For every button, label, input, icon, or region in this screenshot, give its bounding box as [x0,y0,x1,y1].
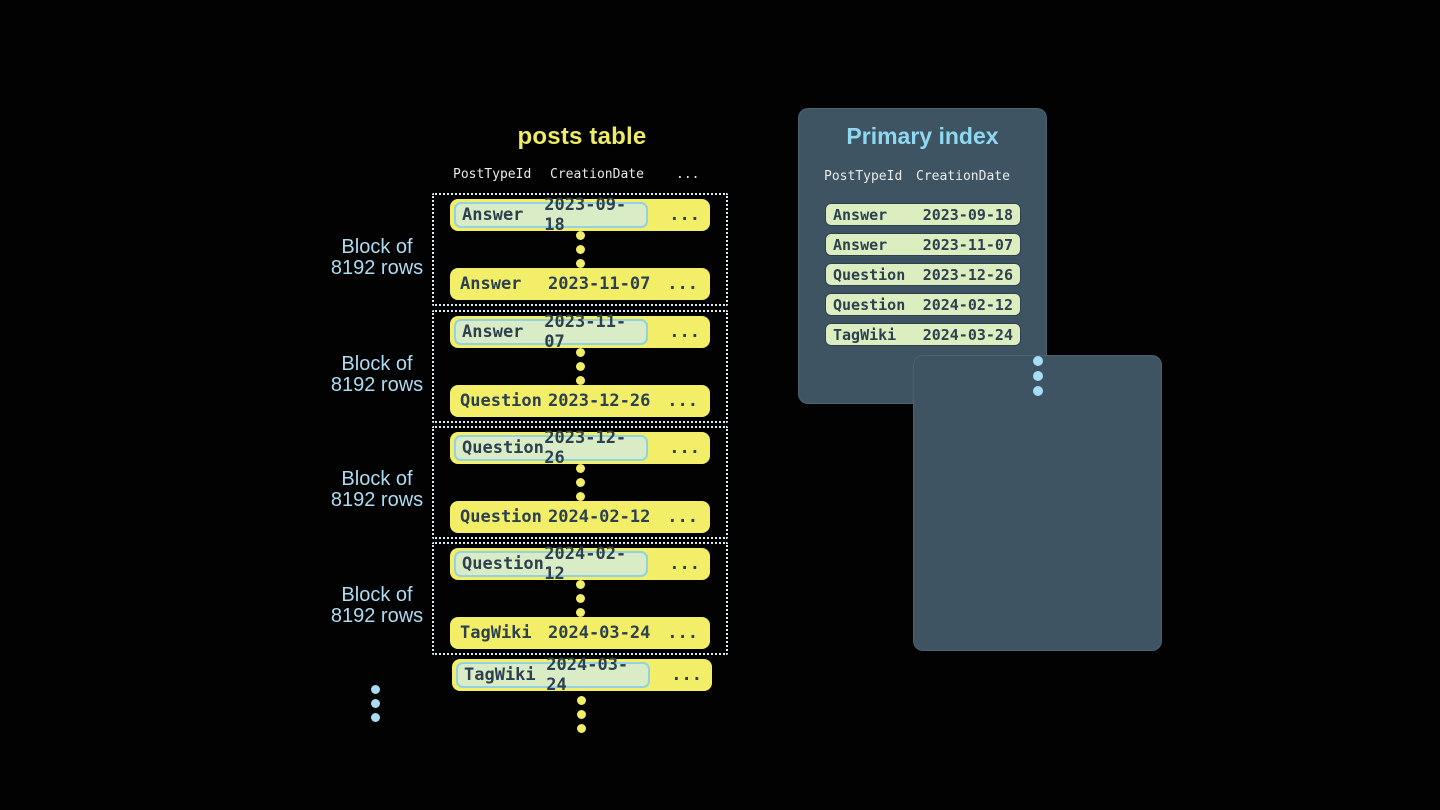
more-columns-ellipsis: ... [667,274,698,294]
more-columns-ellipsis: ... [669,438,700,458]
table-row: Question 2023-12-26 ... [450,428,710,468]
posts-header-posttypeid: PostTypeId [453,167,532,182]
creation-date-cell: 2024-03-24 [548,623,651,643]
index-entry: Question 2023-12-26 [825,263,1021,286]
more-rows-dots [575,580,585,617]
creation-date-cell: 2023-11-07 [922,235,1013,254]
more-columns-ellipsis: ... [667,623,698,643]
table-row: Question 2024-02-12 ... [450,501,710,533]
post-type-cell: Answer [833,205,888,224]
indexed-row-highlight: Question 2023-12-26 [454,428,648,468]
index-entry: Answer 2023-11-07 [825,233,1021,256]
creation-date-cell: 2024-02-12 [548,507,651,527]
posts-block-2: Answer 2023-11-07 ... Question 2023-12-2… [432,310,728,423]
posts-block-1: Answer 2023-09-18 ... Answer 2023-11-07 … [432,193,728,306]
posts-table-title: posts table [517,123,647,150]
post-type-cell: TagWiki [464,665,536,685]
post-type-cell: Question [460,391,542,411]
posts-block-3: Question 2023-12-26 ... Question 2024-02… [432,426,728,539]
indexed-row-highlight: Question 2024-02-12 [454,544,648,584]
post-type-cell: Question [462,438,544,458]
index-entry: Answer 2023-09-18 [825,203,1021,226]
index-header-posttypeid: PostTypeId [824,169,903,184]
block-label-4: Block of 8192 rows [330,584,424,627]
indexed-row-highlight: Answer 2023-09-18 [454,195,648,235]
table-row: Question 2024-02-12 ... [450,544,710,584]
creation-date-cell: 2024-03-24 [546,655,629,695]
creation-date-cell: 2023-09-18 [544,195,627,235]
indexed-row-highlight: Answer 2023-11-07 [454,312,648,352]
post-type-cell: Question [462,554,544,574]
more-columns-ellipsis: ... [669,322,700,342]
more-columns-ellipsis: ... [669,205,700,225]
table-row: Answer 2023-11-07 ... [450,268,710,300]
post-type-cell: Answer [462,322,524,342]
post-type-cell: Question [833,265,906,284]
more-blocks-dots [371,685,380,722]
post-type-cell: Question [460,507,542,527]
more-index-entries-dots [913,355,1162,651]
creation-date-cell: 2024-03-24 [922,325,1013,344]
table-row: Question 2023-12-26 ... [450,385,710,417]
creation-date-cell: 2023-12-26 [548,391,651,411]
more-columns-ellipsis: ... [669,554,700,574]
index-entry: Question 2024-02-12 [825,293,1021,316]
creation-date-cell: 2023-09-18 [922,205,1013,224]
post-type-cell: Answer [460,274,522,294]
table-row-next-block: TagWiki 2024-03-24 ... [452,655,712,695]
index-entry: TagWiki 2024-03-24 [825,323,1021,346]
creation-date-cell: 2023-12-26 [544,428,627,468]
more-columns-ellipsis: ... [667,507,698,527]
block-label-3: Block of 8192 rows [330,468,424,511]
creation-date-cell: 2023-11-07 [548,274,651,294]
posts-block-4: Question 2024-02-12 ... TagWiki 2024-03-… [432,542,728,655]
primary-index-panel: Primary index PostTypeId CreationDate An… [798,108,1162,651]
more-columns-ellipsis: ... [671,665,702,685]
more-rows-dots [575,231,585,268]
block-label-2: Block of 8192 rows [330,353,424,396]
creation-date-cell: 2024-02-12 [544,544,627,584]
primary-index-title: Primary index [846,123,999,149]
creation-date-cell: 2024-02-12 [922,295,1013,314]
posts-header-ellipsis: ... [676,167,700,182]
table-row: Answer 2023-09-18 ... [450,195,710,235]
creation-date-cell: 2023-12-26 [922,265,1013,284]
post-type-cell: Answer [462,205,524,225]
post-type-cell: TagWiki [833,325,897,344]
post-type-cell: TagWiki [460,623,532,643]
post-type-cell: Question [833,295,906,314]
creation-date-cell: 2023-11-07 [544,312,627,352]
more-rows-dots [575,464,585,501]
posts-header-creationdate: CreationDate [550,167,644,182]
more-columns-ellipsis: ... [667,391,698,411]
more-rows-dots [577,696,586,733]
block-label-1: Block of 8192 rows [330,236,424,279]
more-rows-dots [575,348,585,385]
post-type-cell: Answer [833,235,888,254]
index-header-creationdate: CreationDate [916,169,1010,184]
indexed-row-highlight: TagWiki 2024-03-24 [456,655,650,695]
table-row: TagWiki 2024-03-24 ... [450,617,710,649]
table-row: Answer 2023-11-07 ... [450,312,710,352]
